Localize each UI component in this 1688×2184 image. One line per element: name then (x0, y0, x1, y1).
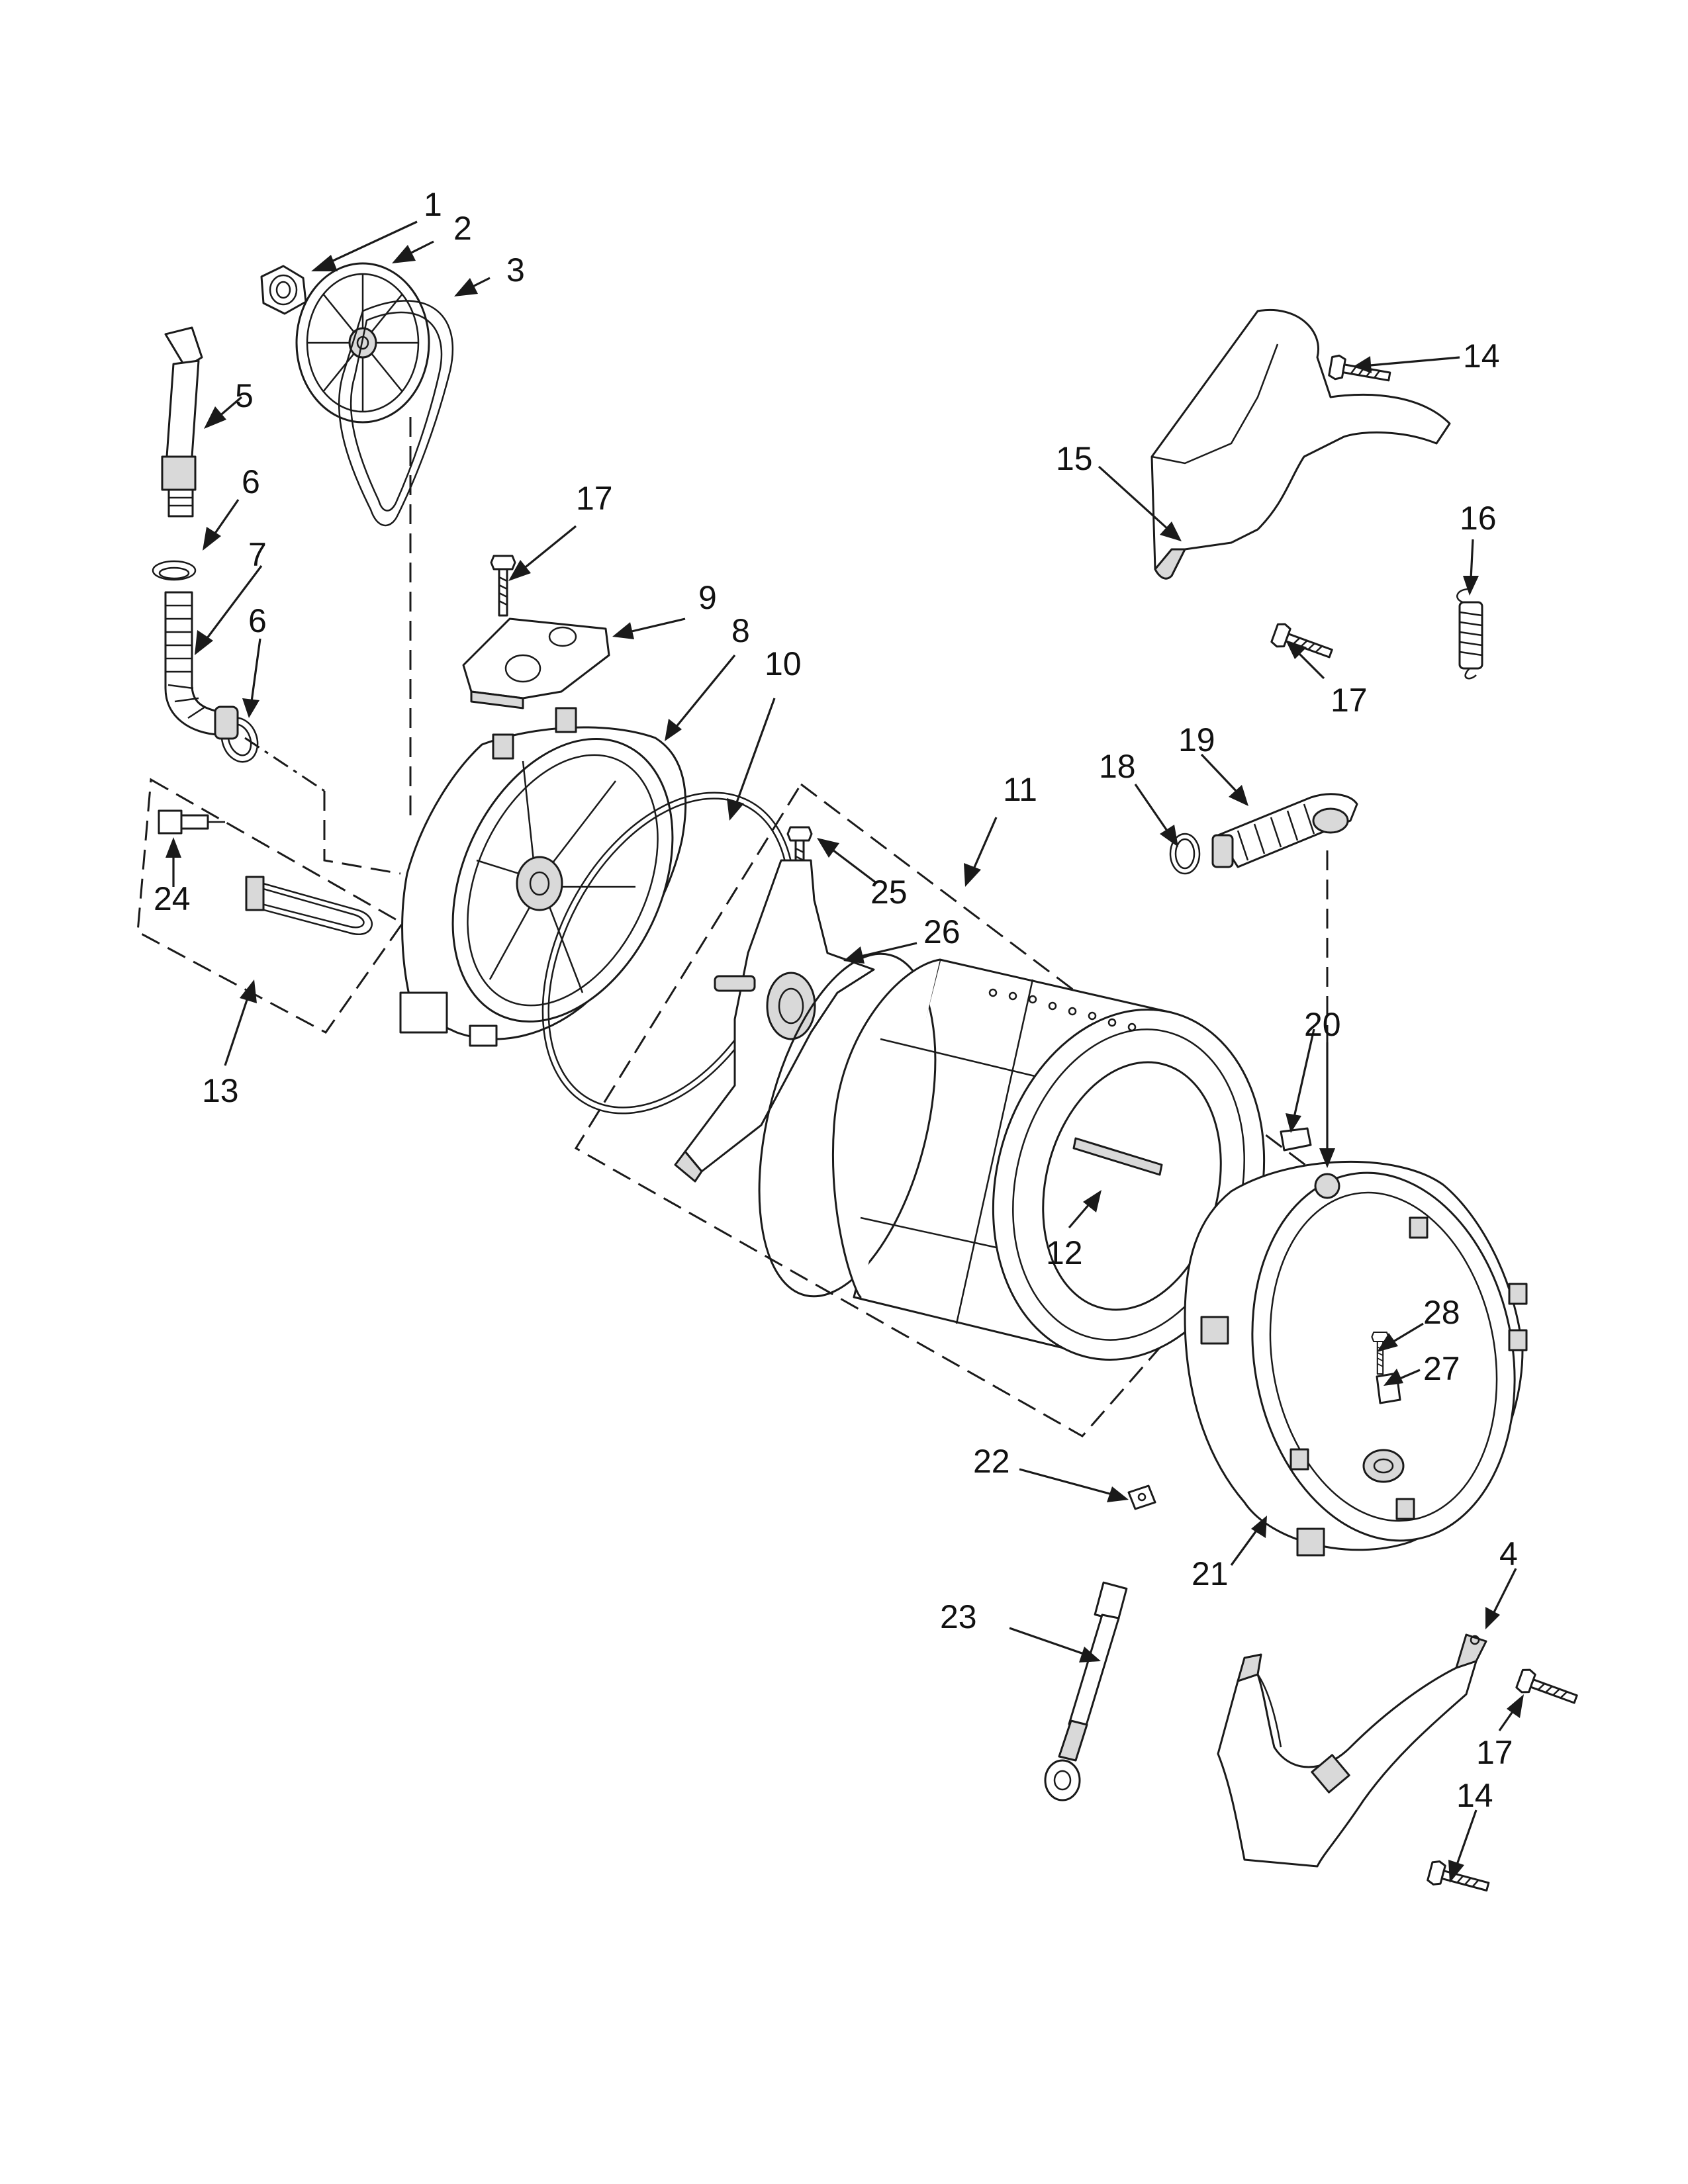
callout-label-2: 2 (453, 210, 472, 247)
rear-tub-part[interactable] (399, 704, 716, 1058)
callout-label-6-upper: 6 (242, 463, 260, 500)
vent-hose-part[interactable] (1211, 793, 1358, 868)
callout-label-28: 28 (1423, 1294, 1460, 1331)
callout-label-11: 11 (1003, 771, 1037, 808)
callout-label-19: 19 (1178, 721, 1215, 758)
callout-label-12: 12 (1046, 1234, 1083, 1271)
tub-screw-part[interactable] (490, 555, 516, 617)
callout-label-14-lower: 14 (1456, 1777, 1493, 1814)
callout-label-14-upper: 14 (1463, 338, 1500, 375)
drive-belt-part[interactable] (338, 300, 454, 527)
callout-label-24: 24 (154, 880, 191, 917)
corrugated-hose-part[interactable] (164, 591, 239, 740)
callout-label-1: 1 (424, 186, 442, 223)
leader-lines (165, 220, 1524, 1883)
suspension-spring-part[interactable] (1456, 588, 1483, 680)
callout-label-8: 8 (731, 612, 750, 649)
callout-label-4: 4 (1499, 1535, 1518, 1572)
heater-sensor-part[interactable] (158, 809, 225, 835)
bracket-screw-part-upper[interactable] (1327, 353, 1393, 390)
vent-clamp-part[interactable] (1169, 833, 1201, 875)
callout-label-26: 26 (923, 913, 961, 950)
group-box-13 (136, 778, 404, 1034)
drum-part[interactable] (727, 936, 1299, 1389)
callout-labels: 1 2 3 4 5 6 6 7 8 9 10 11 12 13 14 14 15… (154, 186, 1518, 1814)
hose-clamp-part-upper[interactable] (152, 560, 197, 581)
callout-label-25: 25 (870, 874, 908, 911)
callout-label-3: 3 (506, 251, 525, 289)
callout-label-10: 10 (765, 645, 802, 682)
callout-label-7: 7 (248, 536, 267, 573)
drive-pulley-part[interactable] (295, 262, 430, 424)
mounting-bracket-part[interactable] (462, 617, 610, 709)
callout-label-6-lower: 6 (248, 602, 267, 639)
callout-label-18: 18 (1099, 748, 1136, 785)
callout-label-23: 23 (940, 1598, 977, 1635)
callout-label-15: 15 (1056, 440, 1093, 477)
callout-label-27: 27 (1423, 1350, 1460, 1387)
callout-label-20: 20 (1304, 1006, 1341, 1043)
callout-label-17-top: 17 (576, 480, 613, 517)
nut-part[interactable] (260, 265, 307, 315)
bracket-screw-part-lower-right[interactable] (1514, 1666, 1581, 1711)
tub-clip-part[interactable] (1127, 1484, 1156, 1510)
heater-element-part[interactable] (245, 876, 373, 935)
callout-label-16: 16 (1460, 500, 1497, 537)
callout-label-21: 21 (1192, 1555, 1229, 1592)
lower-bracket-part[interactable] (1217, 1633, 1487, 1868)
drain-hose-fitting-part[interactable] (161, 326, 203, 518)
group-box-11 (574, 782, 1316, 1437)
tub-plug-part[interactable] (1280, 1127, 1312, 1152)
callout-label-13: 13 (202, 1072, 239, 1109)
callout-label-22: 22 (973, 1443, 1010, 1480)
callout-label-5: 5 (235, 377, 254, 414)
upper-bracket-part[interactable] (1150, 309, 1451, 580)
callout-label-9: 9 (698, 579, 717, 616)
callout-label-17-bottom: 17 (1476, 1734, 1513, 1771)
guide-line-hose (323, 791, 401, 875)
drum-baffle-part[interactable] (1072, 1137, 1163, 1176)
callout-label-17-middle: 17 (1331, 682, 1368, 719)
shock-damper-part[interactable] (1044, 1581, 1128, 1801)
front-tub-part[interactable] (1184, 1152, 1543, 1561)
